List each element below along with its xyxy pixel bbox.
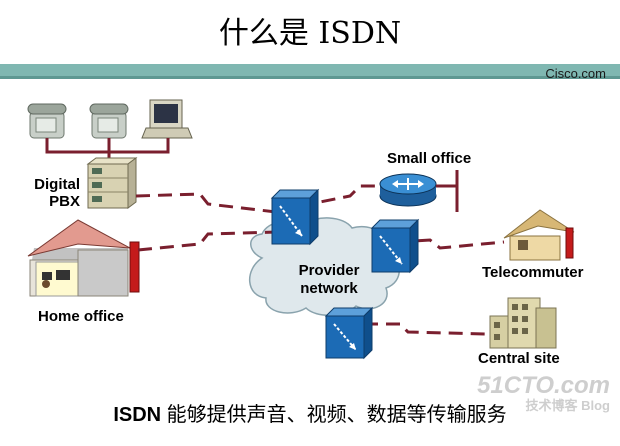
home-office-icon (27, 219, 140, 297)
small-office-label: Small office (387, 150, 472, 167)
telecommuter-label: Telecommuter (482, 264, 584, 281)
isdn-switch-icon (370, 218, 420, 274)
computer-icon (141, 99, 193, 139)
caption-text: 能够提供声音、视频、数据等传输服务 (166, 404, 507, 426)
watermark-site: 51CTO.com (477, 372, 610, 399)
header-band-shadow (0, 76, 620, 79)
telephone-icon (27, 103, 67, 139)
caption-acronym: ISDN (113, 404, 162, 426)
provider-network-label: Provider network (298, 262, 360, 297)
office-building-icon (489, 297, 557, 349)
telephone-icon (89, 103, 129, 139)
brand-label: Cisco.com (545, 66, 606, 81)
central-site-label: Central site (478, 350, 560, 367)
slide-caption: ISDN 能够提供声音、视频、数据等传输服务 (0, 398, 620, 427)
home-office-label: Home office (38, 308, 124, 325)
watermark: 51CTO.com 技术博客 Blog (477, 372, 611, 416)
watermark-blog: 技术博客 Blog (525, 398, 611, 413)
slide-title: 什么是 ISDN (218, 16, 402, 51)
pbx-icon (86, 157, 138, 209)
isdn-link (135, 184, 505, 336)
isdn-switch-icon (324, 306, 374, 360)
telecommuter-house-icon (503, 209, 575, 261)
router-icon (379, 173, 437, 207)
header-band (0, 64, 620, 78)
digital-pbx-label: Digital PBX (34, 176, 80, 210)
isdn-switch-icon (270, 188, 320, 246)
